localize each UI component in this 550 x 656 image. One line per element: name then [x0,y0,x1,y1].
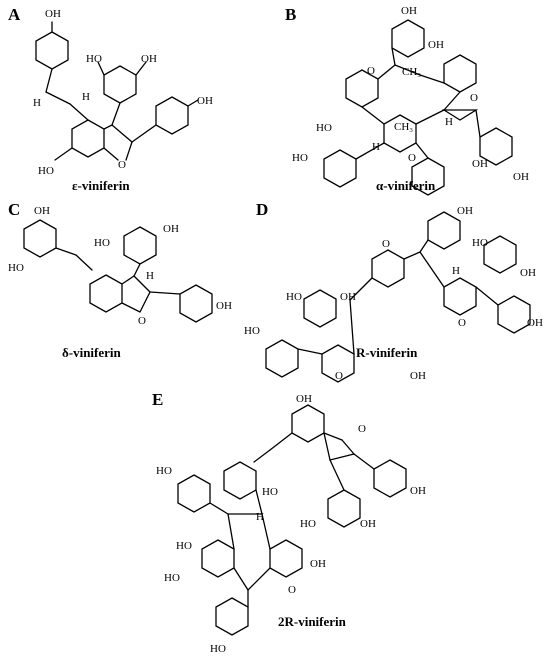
hydroxyl-label: HO [244,325,260,337]
hydroxyl-label: OH [340,291,356,303]
hydroxyl-label: OH [520,267,536,279]
hydroxyl-label: OH [527,317,543,329]
hydroxyl-label: OH [410,485,426,497]
structure-a [35,21,199,161]
methyl-label: CH₃ [402,66,421,78]
hydroxyl-label: HO [286,291,302,303]
hydroxyl-label: HO [164,572,180,584]
hydroxyl-label: OH [310,558,326,570]
hydroxyl-label: OH [472,158,488,170]
panel-letter-d: D [256,200,268,219]
hydroxyl-label: OH [45,8,61,20]
compound-name-a: ε-viniferin [72,178,130,193]
oxygen-label: O [408,152,416,164]
hydrogen-label: H [82,91,90,103]
panel-letter-e: E [152,390,163,409]
panel-letter-b: B [285,5,296,24]
hydrogen-label: H [146,270,154,282]
hydrogen-label: H [445,116,453,128]
oxygen-label: O [138,315,146,327]
oxygen-label: O [335,370,343,382]
hydroxyl-label: HO [472,237,488,249]
hydrogen-label: H [256,511,264,523]
hydrogen-label: H [452,265,460,277]
hydroxyl-label: HO [38,165,54,177]
compound-name-b: α-viniferin [376,178,436,193]
hydroxyl-label: HO [8,262,24,274]
oxygen-label: O [367,65,375,77]
hydroxyl-label: OH [141,53,157,65]
compound-name-e: 2R-viniferin [278,614,347,629]
hydroxyl-label: HO [292,152,308,164]
hydroxyl-label: HO [176,540,192,552]
panel-letter-c: C [8,200,20,219]
panel-c: C OH HO HO OH H O OH δ-viniferin [8,200,232,360]
panel-d: D OH O HO OH H O OH HO OH HO O OH [244,200,543,383]
hydroxyl-label: HO [156,465,172,477]
hydroxyl-label: OH [457,205,473,217]
hydroxyl-label: HO [262,486,278,498]
methyl-label: CH₃ [394,121,413,133]
hydroxyl-label: OH [216,300,232,312]
hydroxyl-label: OH [401,5,417,17]
panel-b: B OH OH [285,5,529,196]
structure-d [265,211,531,383]
structure-e [177,404,407,636]
hydroxyl-label: OH [197,95,213,107]
panel-e: E OH O OH [152,390,426,655]
structure-c [23,219,213,323]
oxygen-label: O [358,423,366,435]
oxygen-label: O [470,92,478,104]
compound-name-d: R-viniferin [356,345,418,360]
hydrogen-label: H [33,97,41,109]
oxygen-label: O [382,238,390,250]
hydroxyl-label: HO [300,518,316,530]
oxygen-label: O [288,584,296,596]
hydroxyl-label: OH [410,370,426,382]
hydroxyl-label: OH [360,518,376,530]
hydroxyl-label: HO [86,53,102,65]
hydrogen-label: H [372,141,380,153]
hydroxyl-label: HO [210,643,226,655]
oxygen-label: O [458,317,466,329]
hydroxyl-label: HO [316,122,332,134]
hydroxyl-label: HO [94,237,110,249]
panel-letter-a: A [8,5,21,24]
compound-name-c: δ-viniferin [62,345,122,360]
panel-a: A OH HO OH OH [8,5,213,193]
oxygen-label: O [118,159,126,171]
hydroxyl-label: OH [296,393,312,405]
hydroxyl-label: OH [428,39,444,51]
hydroxyl-label: OH [513,171,529,183]
hydroxyl-label: OH [34,205,50,217]
hydroxyl-label: OH [163,223,179,235]
structure-b [323,19,513,196]
